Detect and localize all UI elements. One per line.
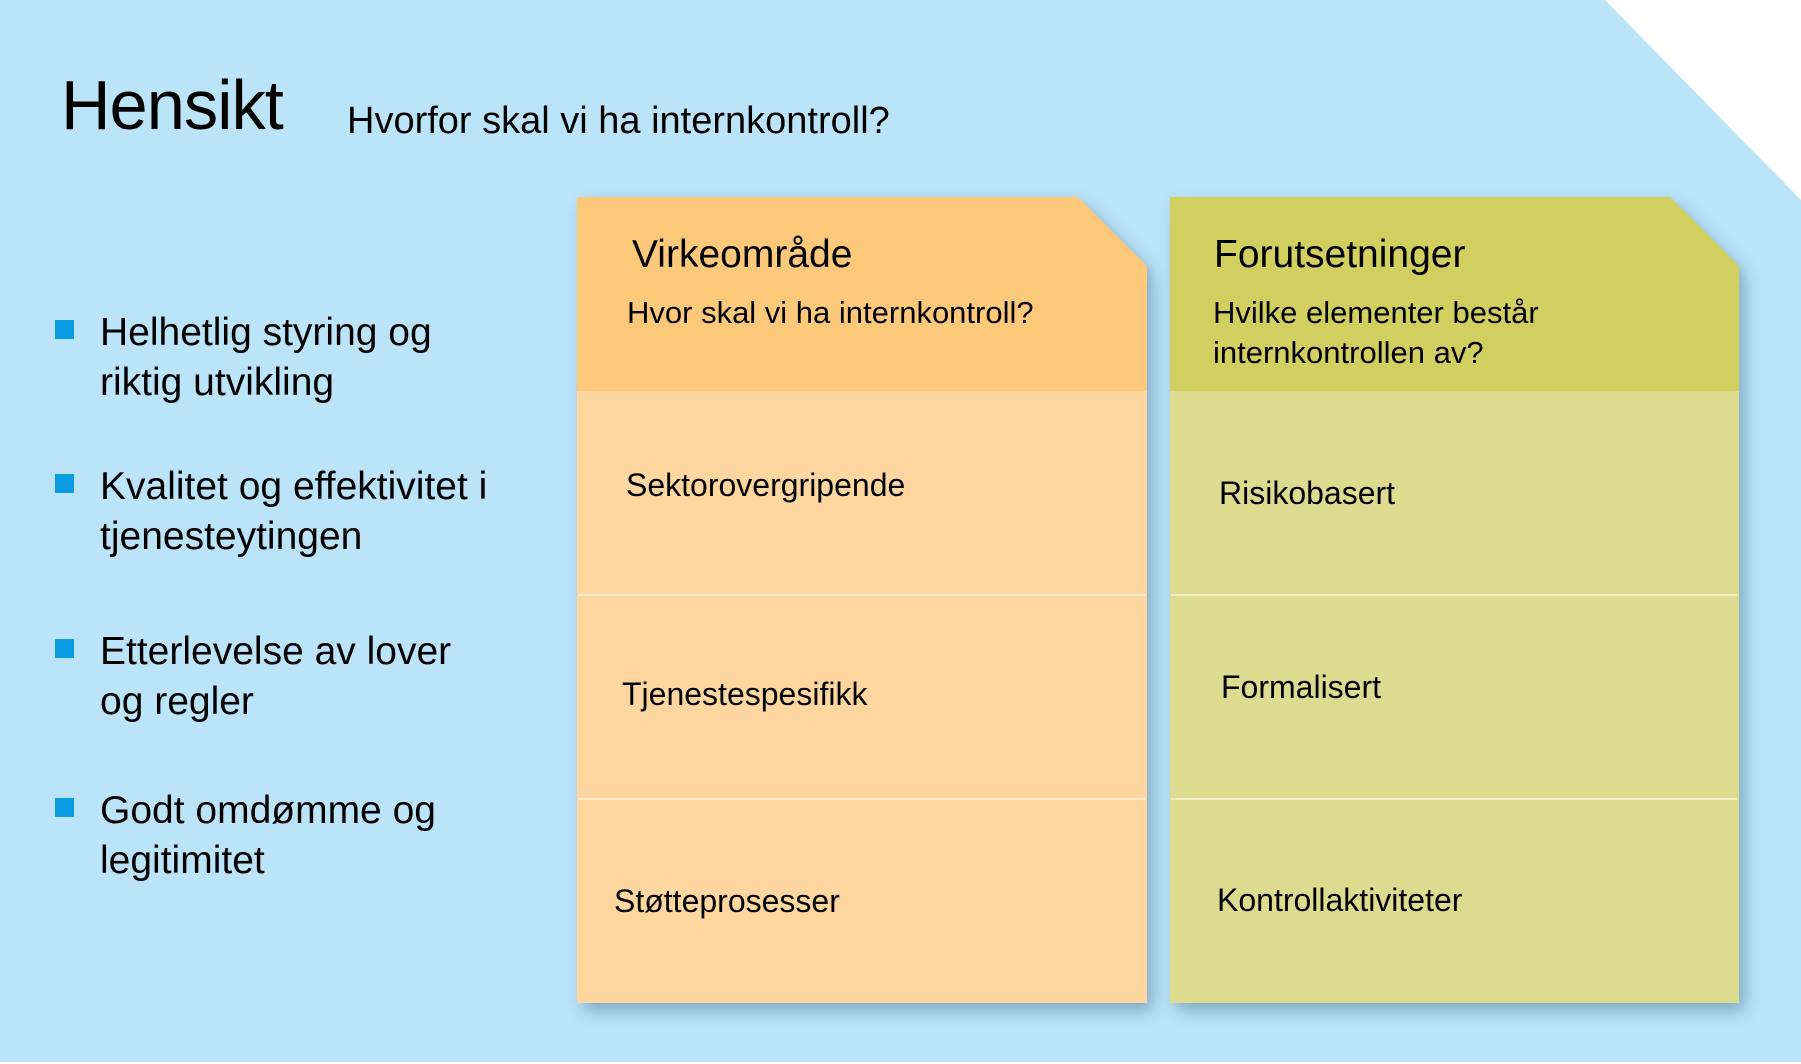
prerequisites-row-label: Risikobasert (1219, 475, 1396, 511)
page-title: Hensikt (61, 66, 284, 144)
scope-card-header: Virkeområde Hvor skal vi ha internkontro… (577, 197, 1147, 391)
prerequisites-card-title: Forutsetninger (1214, 233, 1466, 276)
scope-row: Tjenestespesifikk (577, 596, 1147, 800)
row-divider (1171, 594, 1737, 596)
square-bullet-icon (55, 474, 74, 493)
scope-card-title: Virkeområde (632, 233, 853, 276)
scope-card: Virkeområde Hvor skal vi ha internkontro… (577, 197, 1147, 1003)
purpose-label: Kvalitet og effektivitet i tjenesteyting… (100, 465, 488, 558)
prerequisites-row-label: Formalisert (1221, 669, 1382, 705)
prerequisites-card-question: Hvilke elementer består internkontrollen… (1213, 295, 1539, 370)
scope-card-shape: Virkeområde Hvor skal vi ha internkontro… (577, 197, 1147, 1003)
square-bullet-icon (55, 639, 74, 658)
prerequisites-row-label: Kontrollaktiviteter (1217, 882, 1463, 918)
scope-card-question: Hvor skal vi ha internkontroll? (627, 295, 1034, 330)
row-divider (578, 798, 1145, 800)
scope-row-label: Tjenestespesifikk (622, 676, 868, 712)
page-subtitle: Hvorfor skal vi ha internkontroll? (347, 100, 890, 142)
scope-row-label: Sektorovergripende (626, 467, 906, 503)
prerequisites-card-header: Forutsetninger Hvilke elementer består i… (1170, 197, 1739, 391)
scope-card-body: Sektorovergripende Tjenestespesifikk Stø… (577, 391, 1147, 1003)
prerequisites-row: Risikobasert (1170, 391, 1739, 595)
prerequisites-card-body: Risikobasert Formalisert Kontrollaktivit… (1170, 391, 1739, 1003)
prerequisites-card: Forutsetninger Hvilke elementer består i… (1170, 197, 1739, 1003)
row-divider (578, 594, 1145, 596)
prerequisites-row: Formalisert (1170, 596, 1739, 800)
scope-row: Støtteprosesser (577, 800, 1147, 1004)
square-bullet-icon (55, 320, 74, 339)
square-bullet-icon (55, 798, 74, 817)
row-divider (1171, 798, 1737, 800)
prerequisites-card-shape: Forutsetninger Hvilke elementer består i… (1170, 197, 1739, 1003)
scope-row-label: Støtteprosesser (614, 883, 840, 919)
scope-row: Sektorovergripende (577, 391, 1147, 595)
purpose-label: Etterlevelse av lover og regler (100, 630, 452, 723)
purpose-label: Godt omdømme og legitimitet (100, 789, 436, 882)
prerequisites-row: Kontrollaktiviteter (1170, 800, 1739, 1004)
purpose-label: Helhetlig styring og riktig utvikling (100, 311, 432, 404)
